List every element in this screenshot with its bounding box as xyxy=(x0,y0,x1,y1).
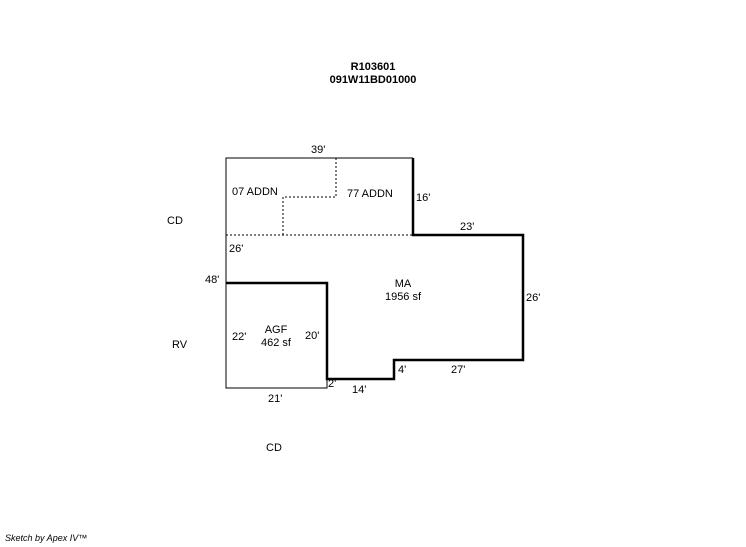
dim-right-upper: 16' xyxy=(416,192,431,204)
sketch-credit: Sketch by Apex IV™ xyxy=(5,533,88,543)
side-label-bottom: CD xyxy=(266,442,282,454)
parcel-id: R103601 xyxy=(350,61,396,73)
dim-garage-bottom: 21' xyxy=(268,393,283,405)
main-area-label: MA xyxy=(394,278,412,290)
garage-size: 462 sf xyxy=(261,337,291,349)
dim-bottom-right: 27' xyxy=(451,364,466,376)
area-07-addn-label: 07 ADDN xyxy=(232,186,278,198)
dim-top: 39' xyxy=(311,144,326,156)
dim-left-upper: 26' xyxy=(229,243,244,255)
area-77-addn-label: 77 ADDN xyxy=(347,188,393,200)
main-area-size: 1956 sf xyxy=(384,291,422,303)
garage-label: AGF xyxy=(264,324,288,336)
dim-left-total: 48' xyxy=(205,274,220,286)
map-number: 091W11BD01000 xyxy=(329,74,417,86)
dim-step-small: 4' xyxy=(398,364,407,376)
side-label-left-upper: CD xyxy=(167,215,183,227)
garage-outline xyxy=(225,283,328,389)
dim-step-tiny: 2' xyxy=(328,378,337,390)
main-area-outline xyxy=(226,158,525,381)
dim-right-step: 23' xyxy=(460,221,475,233)
dim-garage-right: 20' xyxy=(305,330,320,342)
addn-separator-line xyxy=(282,158,337,235)
dim-garage-left: 22' xyxy=(232,331,247,343)
side-label-left-lower: RV xyxy=(172,339,188,351)
dim-bottom-mid: 14' xyxy=(352,384,367,396)
dim-right-lower: 26' xyxy=(526,292,541,304)
outline-left-top xyxy=(225,157,413,283)
